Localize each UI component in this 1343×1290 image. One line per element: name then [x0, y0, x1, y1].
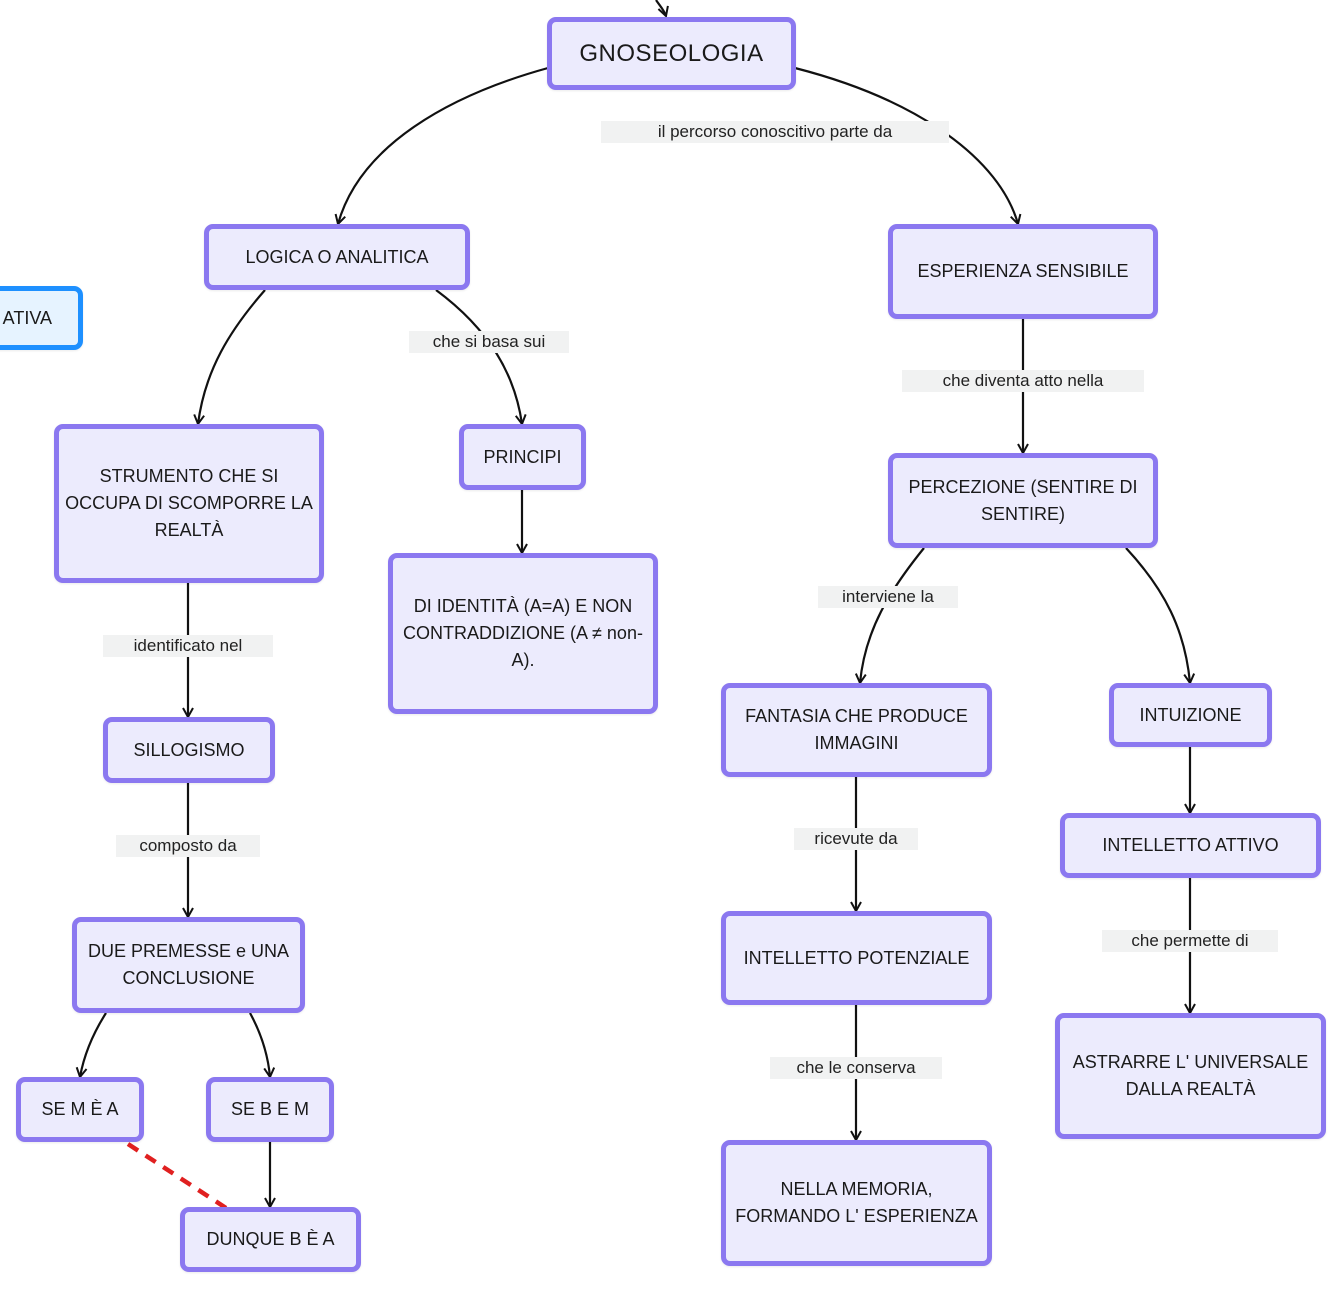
edge-percezione-fantasia — [860, 547, 925, 683]
label-basa: che si basa sui — [409, 331, 569, 353]
node-logica-text: LOGICA O ANALITICA — [245, 246, 429, 267]
edge-premesse-semea — [80, 1012, 107, 1077]
node-gnoseologia-text: GNOSEOLOGIA — [579, 40, 764, 67]
label-identificato: identificato nel — [103, 635, 273, 657]
node-esperienza[interactable]: ESPERIENZA SENSIBILE — [888, 224, 1158, 319]
edge-premesse-sebem — [249, 1012, 270, 1077]
node-fantasia-text: FANTASIA CHE PRODUCE IMMAGINI — [745, 706, 968, 753]
node-se-m-e-a-text: SE M È A — [41, 1099, 119, 1119]
node-esperienza-text: ESPERIENZA SENSIBILE — [917, 261, 1129, 281]
edge-incoming-gnoseologia — [655, 0, 666, 16]
dashed-link-semea-dunque — [126, 1142, 228, 1210]
label-ricevute: ricevute da — [794, 828, 918, 850]
edge-logica-principi — [435, 289, 522, 424]
node-logica[interactable]: LOGICA O ANALITICA — [204, 224, 470, 290]
node-strumento-text: STRUMENTO CHE SI OCCUPA DI SCOMPORRE LA … — [65, 466, 313, 540]
node-side-partial[interactable]: ATIVA — [0, 286, 83, 350]
node-dunque-text: DUNQUE B È A — [206, 1229, 335, 1249]
edge-percezione-intuizione — [1125, 547, 1190, 683]
edge-gnoseologia-esperienza — [794, 66, 1018, 224]
label-interviene: interviene la — [818, 586, 958, 608]
node-dunque[interactable]: DUNQUE B È A — [180, 1207, 361, 1272]
node-memoria[interactable]: NELLA MEMORIA, FORMANDO L' ESPERIENZA — [721, 1140, 992, 1266]
node-gnoseologia[interactable]: GNOSEOLOGIA — [547, 17, 796, 90]
label-percorso: il percorso conoscitivo parte da — [601, 121, 949, 143]
node-sillogismo[interactable]: SILLOGISMO — [103, 717, 275, 783]
node-se-m-e-a[interactable]: SE M È A — [16, 1077, 144, 1142]
node-premesse[interactable]: DUE PREMESSE e UNA CONCLUSIONE — [72, 917, 305, 1013]
node-principi-text: PRINCIPI — [483, 446, 562, 467]
label-composto: composto da — [116, 835, 260, 857]
node-intelletto-potenziale[interactable]: INTELLETTO POTENZIALE — [721, 911, 992, 1005]
node-intuizione[interactable]: INTUIZIONE — [1109, 683, 1272, 747]
node-intelletto-attivo-text: INTELLETTO ATTIVO — [1102, 835, 1279, 855]
node-astrarre[interactable]: ASTRARRE L' UNIVERSALE DALLA REALTÀ — [1055, 1013, 1326, 1139]
node-fantasia[interactable]: FANTASIA CHE PRODUCE IMMAGINI — [721, 683, 992, 777]
node-astrarre-text: ASTRARRE L' UNIVERSALE DALLA REALTÀ — [1072, 1052, 1309, 1099]
label-diventa: che diventa atto nella — [902, 370, 1144, 392]
edge-logica-strumento — [198, 289, 266, 424]
node-side-partial-text: ATIVA — [2, 307, 52, 328]
node-identita[interactable]: DI IDENTITÀ (A=A) E NON CONTRADDIZIONE (… — [388, 553, 658, 714]
label-conserva: che le conserva — [770, 1057, 942, 1079]
node-strumento[interactable]: STRUMENTO CHE SI OCCUPA DI SCOMPORRE LA … — [54, 424, 324, 583]
node-intelletto-potenziale-text: INTELLETTO POTENZIALE — [743, 947, 970, 968]
label-permette: che permette di — [1102, 930, 1278, 952]
node-memoria-text: NELLA MEMORIA, FORMANDO L' ESPERIENZA — [735, 1179, 978, 1226]
node-identita-text: DI IDENTITÀ (A=A) E NON CONTRADDIZIONE (… — [403, 596, 643, 670]
node-se-b-e-m-text: SE B E M — [230, 1099, 310, 1119]
node-intuizione-text: INTUIZIONE — [1139, 704, 1242, 725]
node-intelletto-attivo[interactable]: INTELLETTO ATTIVO — [1060, 813, 1321, 878]
node-sillogismo-text: SILLOGISMO — [133, 739, 245, 760]
node-percezione-text: PERCEZIONE (SENTIRE DI SENTIRE) — [908, 476, 1138, 524]
node-principi[interactable]: PRINCIPI — [459, 424, 586, 490]
node-percezione[interactable]: PERCEZIONE (SENTIRE DI SENTIRE) — [888, 453, 1158, 548]
node-premesse-text: DUE PREMESSE e UNA CONCLUSIONE — [87, 941, 290, 988]
edge-gnoseologia-logica — [338, 66, 549, 224]
node-se-b-e-m[interactable]: SE B E M — [206, 1077, 334, 1142]
